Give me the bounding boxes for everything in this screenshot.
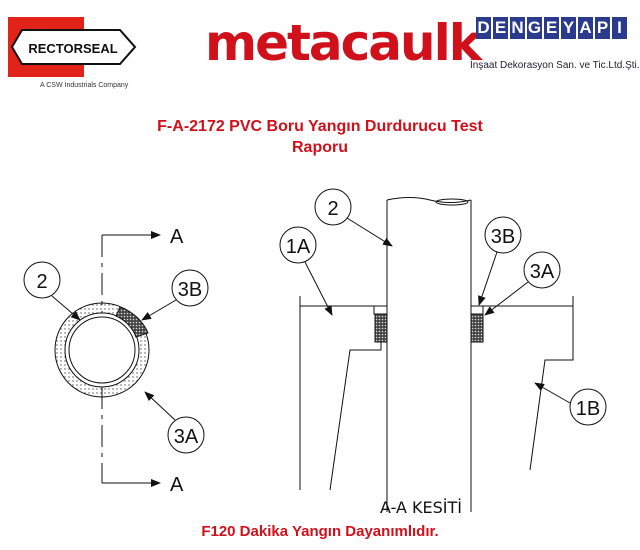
logo-letter: N <box>510 17 525 39</box>
section-label-2: 2 <box>327 198 338 220</box>
logo-letter: D <box>476 17 491 39</box>
plan-view <box>23 231 209 487</box>
section-title: A-A KESİTİ <box>380 498 463 517</box>
svg-text:RECTORSEAL: RECTORSEAL <box>28 41 117 56</box>
plan-label-3b: 3B <box>178 279 202 301</box>
fire-rating-note: F120 Dakika Yangın Dayanımlıdır. <box>201 523 439 540</box>
logo-letter: E <box>544 17 559 39</box>
section-mark-a-top: A <box>170 226 184 248</box>
section-mark-a-bottom: A <box>170 474 184 496</box>
plan-label-2: 2 <box>36 271 47 293</box>
dengeyapi-logo: D E N G E Y A P I <box>476 17 627 39</box>
section-view <box>279 188 607 512</box>
title-line-2: Raporu <box>292 139 348 156</box>
logo-letter: G <box>527 17 542 39</box>
rectorseal-logo: RECTORSEAL <box>8 17 137 77</box>
logo-letter: I <box>612 17 627 39</box>
logo-letter: Y <box>561 17 576 39</box>
page-title: F-A-2172 PVC Boru Yangın Durdurucu Test … <box>0 116 640 158</box>
title-line-1: F-A-2172 PVC Boru Yangın Durdurucu Test <box>157 118 483 135</box>
logo-letter: P <box>595 17 610 39</box>
metacaulk-logo: metacaulk <box>205 14 482 72</box>
section-label-1a: 1A <box>286 236 311 258</box>
section-label-3a: 3A <box>530 261 555 283</box>
dengeyapi-subtitle: İnşaat Dekorasyon San. ve Tic.Ltd.Şti. <box>470 60 640 71</box>
section-label-1b: 1B <box>576 398 600 420</box>
plan-label-3a: 3A <box>174 426 199 448</box>
section-label-3b: 3B <box>491 226 515 248</box>
logo-letter: A <box>578 17 593 39</box>
logo-letter: E <box>493 17 508 39</box>
rectorseal-caption: A CSW Industrials Company <box>40 82 129 89</box>
